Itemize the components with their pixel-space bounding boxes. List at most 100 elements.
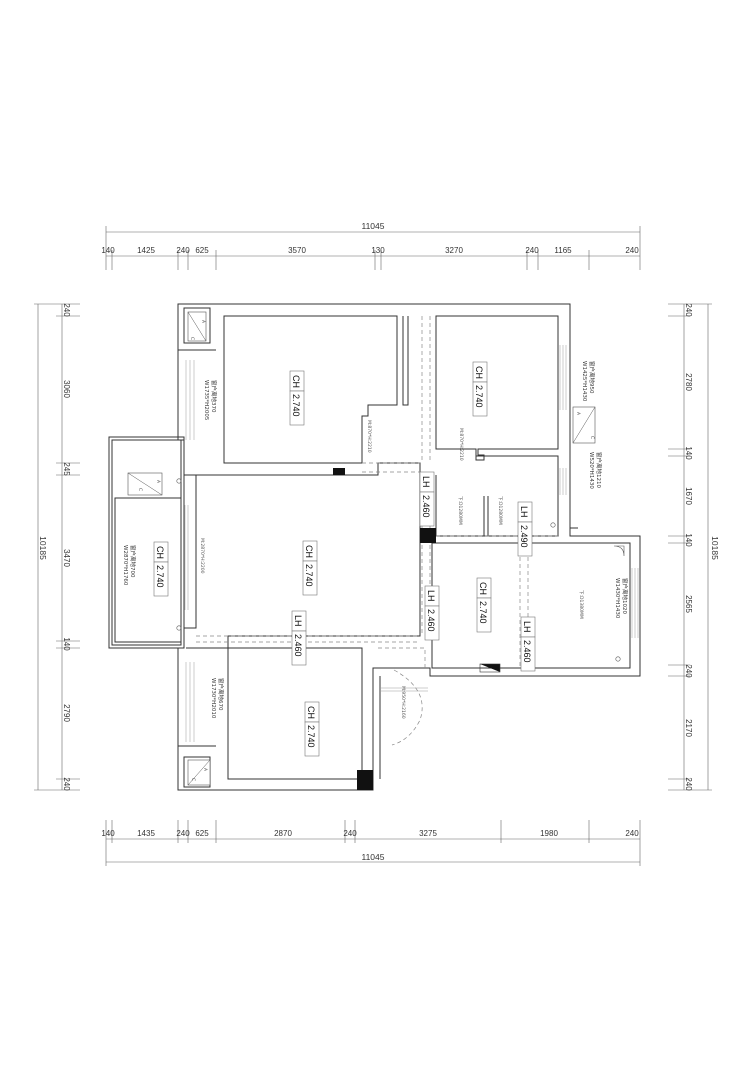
- room-tag-bedroom-top-right: CH 2.740: [472, 361, 488, 417]
- svg-text:2.460: 2.460: [421, 495, 431, 518]
- left-total-dimension: 10185: [38, 536, 48, 560]
- beam-tag-living-bottom: LH 2.460: [291, 610, 307, 666]
- drain-markers: [176, 478, 621, 662]
- beam-note-2: 下:D1280MM: [497, 496, 503, 525]
- window-note-top-left: 窗户离地370 W1735*H2005: [203, 380, 218, 421]
- top-dim-4: 3570: [288, 246, 306, 255]
- beam-note-kitchen: 下:D1380MM: [578, 590, 584, 619]
- left-dimensions: 240 3060 245 3470 140 2790 240 10185: [34, 303, 80, 791]
- top-dim-1: 1425: [137, 246, 155, 255]
- top-dimensions: 11045 140 1425 240 625 3570 130 3270 240…: [101, 221, 641, 270]
- bottom-dim-2: 240: [176, 829, 190, 838]
- svg-text:C: C: [189, 337, 195, 340]
- svg-text:C: C: [137, 488, 143, 491]
- room-tag-bedroom-top-left: CH 2.740: [289, 370, 305, 426]
- top-dim-6: 3270: [445, 246, 463, 255]
- bottom-total-dimension: 11045: [361, 852, 384, 862]
- svg-text:CH: CH: [306, 706, 316, 719]
- svg-text:W2870*H1760: W2870*H1760: [122, 545, 128, 586]
- svg-text:2.740: 2.740: [291, 394, 301, 417]
- door-swing-icon: [613, 545, 625, 557]
- room-tag-bedroom-bottom-left: CH 2.740: [304, 701, 320, 757]
- svg-text:C: C: [190, 778, 196, 781]
- room-tag-living-room: CH 2.740: [302, 540, 318, 596]
- walls: [108, 303, 641, 791]
- bottom-dim-5: 240: [343, 829, 357, 838]
- top-dim-0: 140: [101, 246, 115, 255]
- bottom-dimensions: 140 1435 240 625 2870 240 3275 1980 240 …: [101, 820, 641, 866]
- room-tag-kitchen: CH 2.740: [476, 577, 492, 633]
- right-dim-3: 1670: [684, 487, 693, 505]
- top-dim-7: 240: [525, 246, 539, 255]
- window-note-balcony: 窗户离地700 W2870*H1760: [122, 545, 137, 586]
- door-note-entry: M:950*H:2160: [400, 686, 406, 719]
- left-dim-1: 3060: [62, 380, 71, 398]
- svg-text:CH: CH: [478, 582, 488, 595]
- svg-text:窗户离地700: 窗户离地700: [129, 545, 137, 578]
- bottom-dim-3: 625: [195, 829, 209, 838]
- svg-text:C: C: [589, 436, 595, 439]
- structural-columns: [333, 468, 501, 790]
- svg-text:窗户离地670: 窗户离地670: [217, 678, 225, 711]
- svg-text:2.460: 2.460: [293, 634, 303, 657]
- left-dim-4: 140: [62, 637, 71, 651]
- beam-tag-corridor: LH 2.490: [517, 501, 533, 557]
- svg-text:LH: LH: [522, 621, 532, 633]
- beam-lines: [196, 316, 560, 746]
- right-dim-8: 240: [684, 777, 693, 791]
- ac-unit-right: A C: [572, 406, 596, 444]
- right-dimensions: 240 2780 140 1670 140 2565 240 2170 240 …: [668, 303, 720, 791]
- right-dim-7: 2170: [684, 719, 693, 737]
- right-total-dimension: 10185: [710, 536, 720, 560]
- beam-notes: 下:D1280MM 下:D1280MM 下:D1380MM: [457, 496, 584, 619]
- svg-text:窗户离地950: 窗户离地950: [588, 361, 596, 394]
- left-dim-5: 2790: [62, 704, 71, 722]
- bottom-dim-7: 1980: [540, 829, 558, 838]
- top-dim-9: 240: [625, 246, 639, 255]
- door-note-bedroom-top-right: M:870*H:2210: [458, 428, 464, 461]
- window-note-top-right-1: 窗户离地950 W1425*H1430: [581, 361, 596, 402]
- svg-text:LH: LH: [293, 615, 303, 627]
- svg-text:W1425*H1430: W1425*H1430: [581, 361, 587, 402]
- svg-text:2.740: 2.740: [304, 564, 314, 587]
- svg-text:W520*H1430: W520*H1430: [588, 452, 594, 489]
- svg-text:窗户离地1020: 窗户离地1020: [621, 578, 629, 614]
- svg-text:CH: CH: [304, 545, 314, 558]
- svg-text:2.740: 2.740: [306, 725, 316, 748]
- bottom-dim-0: 140: [101, 829, 115, 838]
- left-dim-6: 240: [62, 777, 71, 791]
- svg-text:W1430*H1430: W1430*H1430: [614, 578, 620, 619]
- svg-text:W1730*H2010: W1730*H2010: [210, 678, 216, 719]
- svg-text:2.740: 2.740: [155, 565, 165, 588]
- window-note-top-right-2: 窗户离地1210 W520*H1430: [588, 452, 603, 489]
- bottom-dim-4: 2870: [274, 829, 292, 838]
- beam-tag-kitchen-right: LH 2.460: [520, 616, 536, 672]
- svg-text:CH: CH: [155, 546, 165, 559]
- svg-text:W1735*H2005: W1735*H2005: [203, 380, 209, 421]
- svg-text:2.460: 2.460: [522, 640, 532, 663]
- door-notes: M:870*H:2210 M:870*H:2210 M:2870*H:2200 …: [199, 420, 464, 719]
- top-dim-8: 1165: [554, 246, 572, 255]
- beam-tag-living-right-top: LH 2.460: [419, 471, 435, 527]
- svg-text:2.740: 2.740: [474, 385, 484, 408]
- top-total-dimension: 11045: [361, 221, 384, 231]
- svg-text:2.490: 2.490: [519, 525, 529, 548]
- ac-unit-bottom-left: A C: [187, 759, 211, 786]
- svg-text:LH: LH: [426, 590, 436, 602]
- window-note-bottom-left: 窗户离地670 W1730*H2010: [210, 678, 225, 719]
- bottom-dim-6: 3275: [419, 829, 437, 838]
- svg-text:2.460: 2.460: [426, 609, 436, 632]
- svg-text:A: A: [155, 480, 161, 484]
- svg-text:A: A: [202, 768, 208, 772]
- window-note-kitchen: 窗户离地1020 W1430*H1430: [614, 578, 629, 619]
- right-dim-6: 240: [684, 664, 693, 678]
- door-note-bedroom-top-left: M:870*H:2210: [366, 420, 372, 453]
- bottom-dim-8: 240: [625, 829, 639, 838]
- room-tag-balcony: CH 2.740: [153, 541, 169, 597]
- top-dim-2: 240: [176, 246, 190, 255]
- right-dim-2: 140: [684, 446, 693, 460]
- svg-text:LH: LH: [519, 506, 529, 518]
- right-dim-4: 140: [684, 533, 693, 547]
- right-dim-0: 240: [684, 303, 693, 317]
